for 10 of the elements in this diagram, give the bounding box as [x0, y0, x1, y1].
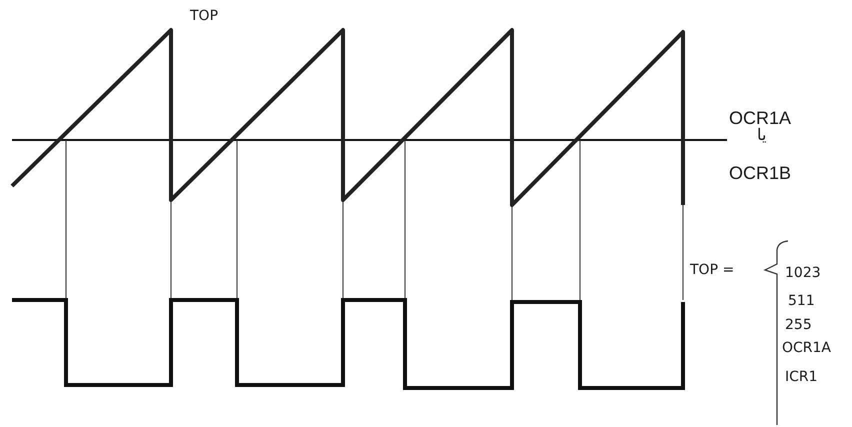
conjunction-label: یا [757, 128, 766, 144]
equation-label: TOP = [690, 263, 734, 277]
register-label: OCR1A [729, 109, 792, 127]
value-label: 1023 [785, 266, 821, 280]
value-label: 255 [785, 318, 812, 332]
peak-label: TOP [190, 9, 218, 23]
value-label: 511 [788, 294, 815, 308]
register-label: ICR1 [785, 370, 818, 384]
register-label: OCR1B [729, 164, 792, 182]
register-label: OCR1A [782, 341, 832, 355]
